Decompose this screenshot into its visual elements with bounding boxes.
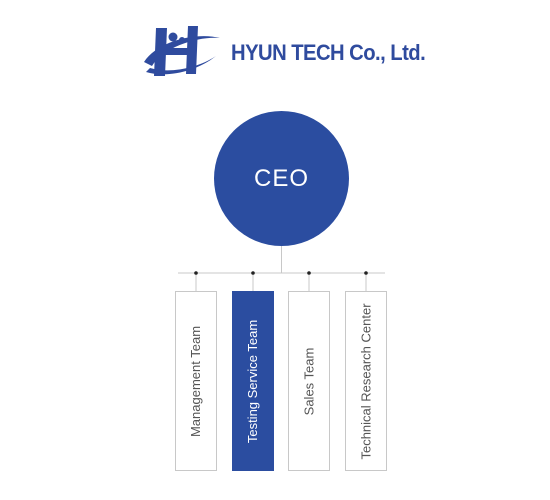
junction-dot xyxy=(364,271,368,275)
department-label: Testing Service Team xyxy=(245,319,261,443)
junction-dot xyxy=(307,271,311,275)
department-label: Technical Research Center xyxy=(358,302,374,460)
department-technical-research-center: Technical Research Center xyxy=(345,291,387,471)
department-testing-service-team: Testing Service Team xyxy=(232,291,274,471)
junction-dot xyxy=(251,271,255,275)
company-logo: HYUN TECH Co., Ltd. xyxy=(140,22,430,82)
department-label: Management Team xyxy=(188,325,204,437)
department-sales-team: Sales Team xyxy=(288,291,330,471)
hyun-tech-h-logo-icon xyxy=(144,26,220,76)
ceo-label: CEO xyxy=(253,164,309,192)
department-management-team: Management Team xyxy=(175,291,217,471)
ceo-node: CEO xyxy=(214,111,349,246)
department-label: Sales Team xyxy=(301,347,317,415)
junction-dot xyxy=(194,271,198,275)
company-name: HYUN TECH Co., Ltd. xyxy=(231,40,426,65)
